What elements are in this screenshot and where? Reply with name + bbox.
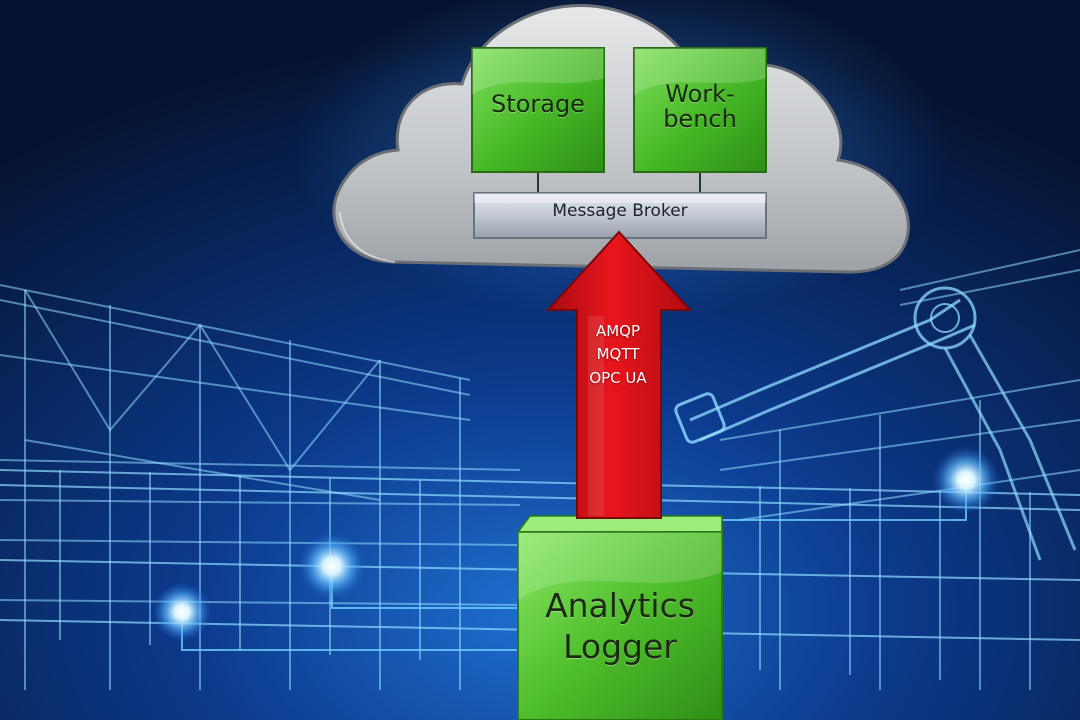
message-broker-label: Message Broker xyxy=(552,201,688,221)
message-broker-bar xyxy=(473,192,767,239)
cloud-highlight xyxy=(339,211,396,263)
storage-module xyxy=(471,47,605,173)
light-node xyxy=(298,532,366,600)
light-node xyxy=(932,446,1000,514)
storage-label: Storage xyxy=(491,90,585,118)
analytics-logger-box xyxy=(516,515,723,720)
light-nodes xyxy=(152,446,1000,642)
light-node xyxy=(152,582,212,642)
protocols-label: AMQP MQTT OPC UA xyxy=(589,322,647,387)
data-flow-arrow xyxy=(545,230,693,519)
workbench-label: Work- bench xyxy=(663,80,737,134)
workbench-module xyxy=(633,47,767,173)
module-connectors xyxy=(537,172,701,193)
analytics-logger-label: Analytics Logger xyxy=(545,586,695,667)
